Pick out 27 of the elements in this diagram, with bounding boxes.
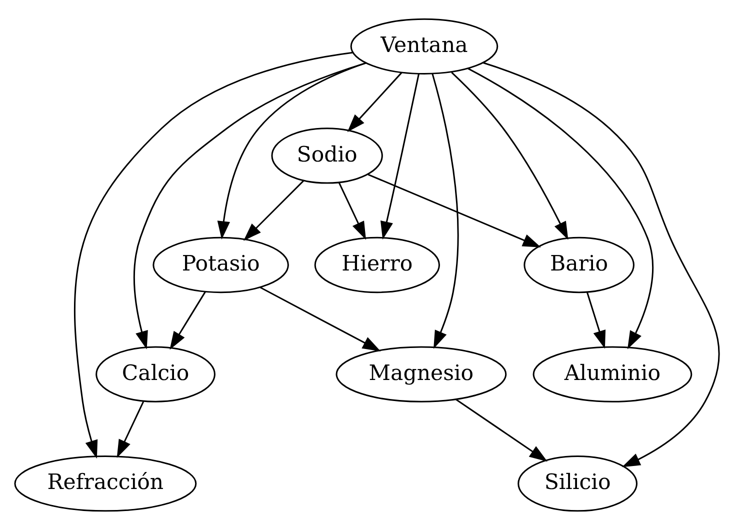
node-ellipse: Calcio bbox=[96, 346, 216, 402]
node-ellipse: Aluminio bbox=[532, 346, 692, 402]
node-ellipse: Refracción bbox=[14, 456, 197, 512]
arrow bbox=[482, 62, 720, 468]
arrow bbox=[380, 74, 420, 240]
node-ellipse: Bario bbox=[524, 236, 634, 294]
arrow bbox=[170, 291, 206, 350]
node-ellipse: Sodio bbox=[271, 128, 383, 184]
arrow bbox=[134, 62, 366, 350]
arrow bbox=[451, 72, 568, 240]
arrow bbox=[468, 68, 654, 350]
arrow bbox=[432, 74, 459, 349]
arrow bbox=[217, 62, 366, 240]
arrow bbox=[368, 174, 542, 248]
arrow bbox=[243, 180, 304, 241]
node-ellipse: Hierro bbox=[314, 236, 440, 294]
node-ellipse: Silicio bbox=[518, 456, 638, 512]
node-ellipse: Ventana bbox=[350, 18, 498, 74]
arrow bbox=[455, 398, 548, 462]
arrow bbox=[260, 286, 381, 352]
arrow bbox=[116, 401, 144, 458]
node-ellipse: Magnesio bbox=[336, 346, 507, 402]
arrow bbox=[586, 292, 606, 349]
arrow bbox=[347, 72, 402, 132]
arrow bbox=[338, 182, 366, 240]
arrow bbox=[74, 52, 353, 459]
node-ellipse: Potasio bbox=[152, 236, 289, 294]
